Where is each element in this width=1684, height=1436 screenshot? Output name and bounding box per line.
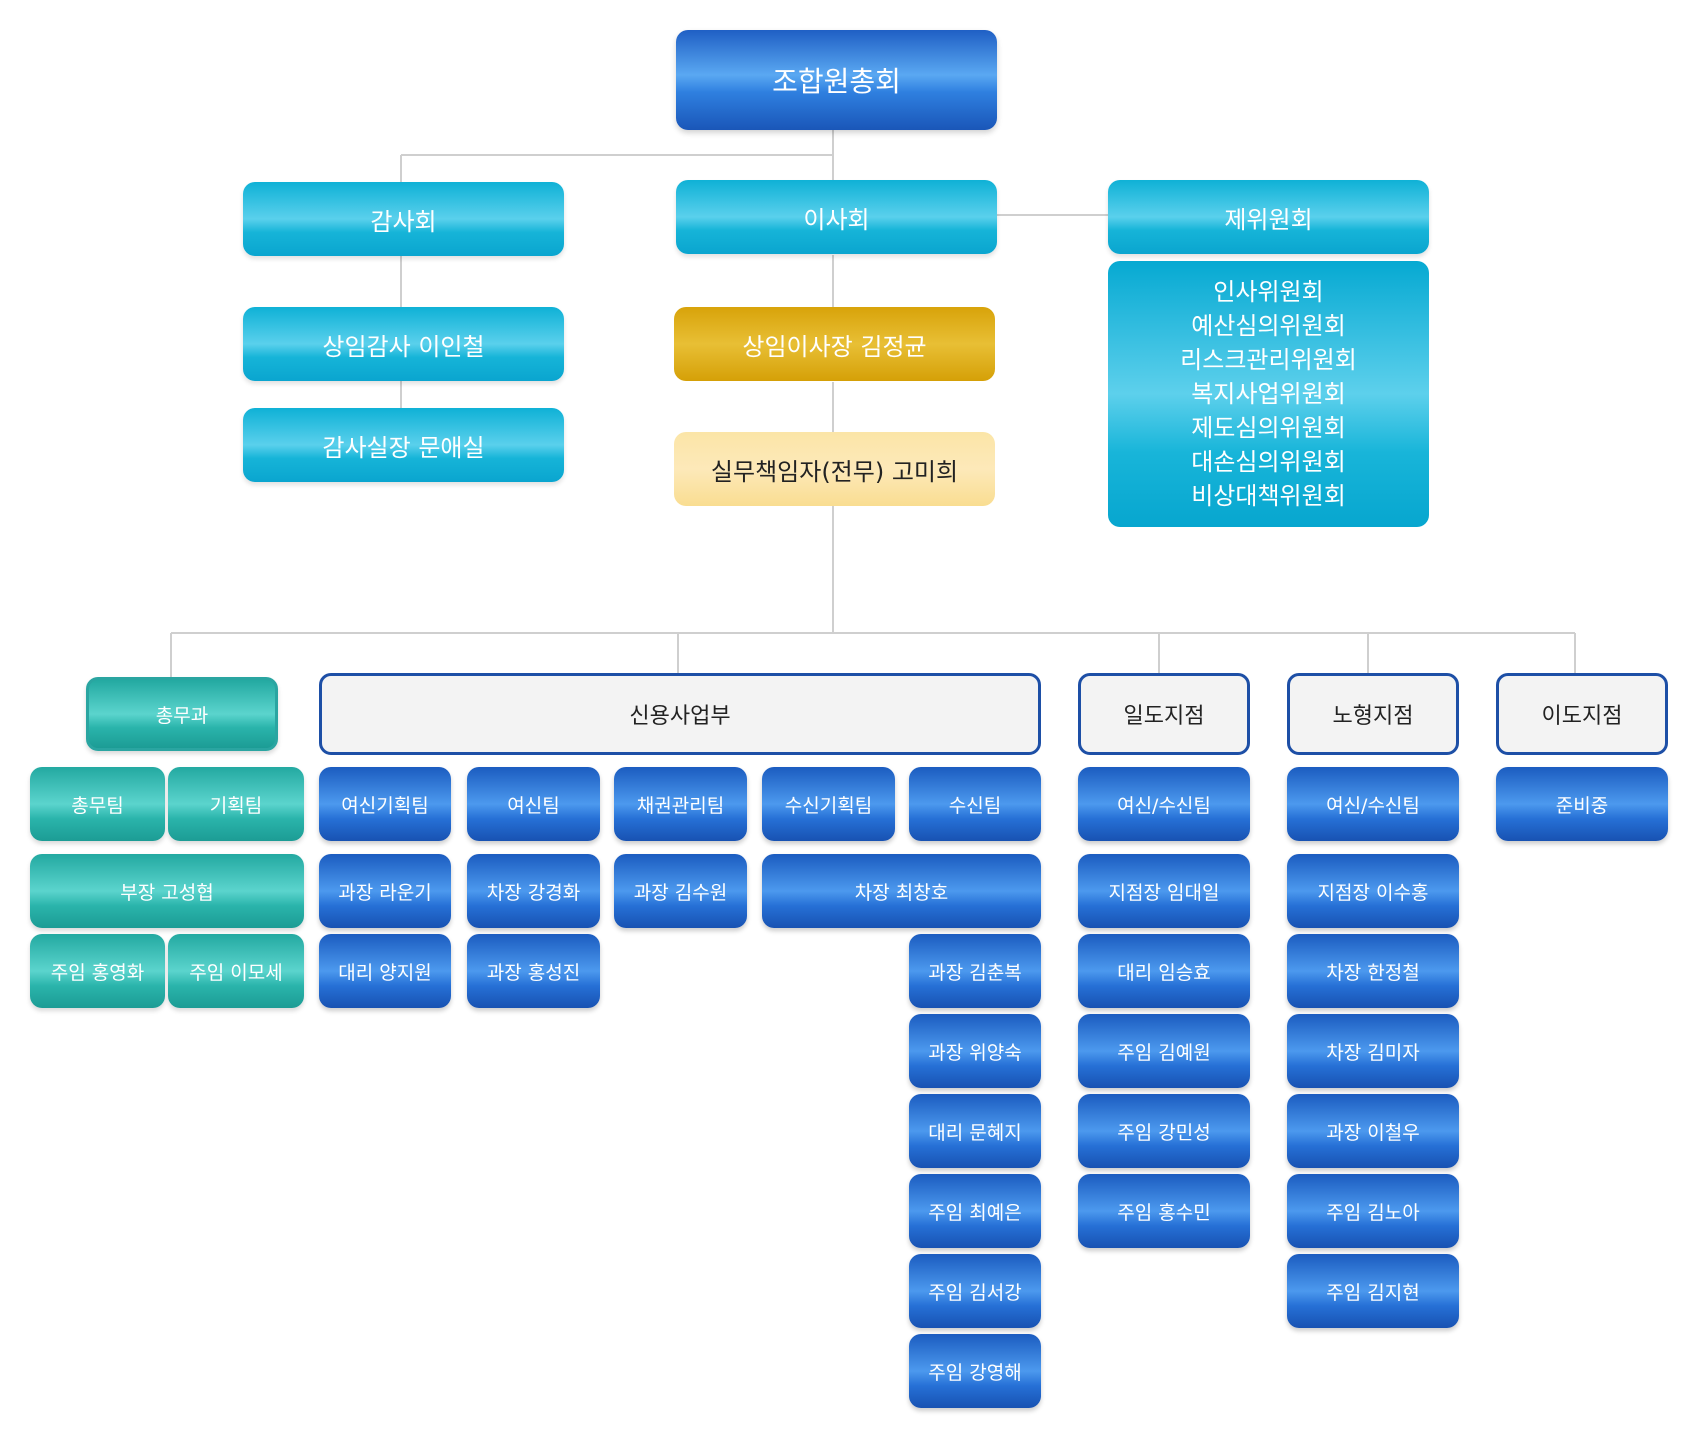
loan-staff: 차장 강경화 <box>467 854 600 928</box>
committee-item: 인사위원회 <box>1213 278 1324 306</box>
committee-list-box: 인사위원회 예산심의위원회 리스크관리위원회 복지사업위원회 제도심의위원회 대… <box>1108 261 1429 527</box>
ido-branch-header: 이도지점 <box>1496 673 1668 755</box>
nohyeong-team: 여신/수신팀 <box>1287 767 1459 841</box>
general-assembly-box: 조합원총회 <box>676 30 997 130</box>
committee-item: 대손심의위원회 <box>1191 448 1346 476</box>
board-box: 이사회 <box>676 180 997 254</box>
executive-box: 실무책임자(전무) 고미희 <box>674 432 995 506</box>
standing-auditor-box: 상임감사 이인철 <box>243 307 564 381</box>
deposit-staff: 대리 문혜지 <box>909 1094 1041 1168</box>
audit-committee-box: 감사회 <box>243 182 564 256</box>
ildo-staff: 지점장 임대일 <box>1078 854 1250 928</box>
bond-management-team: 채권관리팀 <box>614 767 747 841</box>
committee-item: 제도심의위원회 <box>1191 414 1346 442</box>
audit-chief-box: 감사실장 문애실 <box>243 408 564 482</box>
loan-team: 여신팀 <box>467 767 600 841</box>
bond-staff: 과장 김수원 <box>614 854 747 928</box>
ildo-staff: 대리 임승효 <box>1078 934 1250 1008</box>
general-affairs-head: 부장 고성협 <box>30 854 304 928</box>
ido-team: 준비중 <box>1496 767 1668 841</box>
general-affairs-staff: 주임 홍영화 <box>30 934 165 1008</box>
ildo-branch-header: 일도지점 <box>1078 673 1250 755</box>
nohyeong-staff: 주임 김노아 <box>1287 1174 1459 1248</box>
committee-item: 리스크관리위원회 <box>1180 346 1357 374</box>
loan-staff: 과장 홍성진 <box>467 934 600 1008</box>
general-affairs-staff: 주임 이모세 <box>168 934 304 1008</box>
nohyeong-branch-header: 노형지점 <box>1287 673 1459 755</box>
nohyeong-staff: 차장 김미자 <box>1287 1014 1459 1088</box>
deposit-staff: 주임 김서강 <box>909 1254 1041 1328</box>
deposit-planning-team: 수신기획팀 <box>762 767 895 841</box>
nohyeong-staff: 주임 김지현 <box>1287 1254 1459 1328</box>
credit-header: 신용사업부 <box>319 673 1041 755</box>
deposit-staff: 주임 최예은 <box>909 1174 1041 1248</box>
general-affairs-header: 총무과 <box>86 677 278 751</box>
nohyeong-staff: 지점장 이수홍 <box>1287 854 1459 928</box>
loan-planning-staff: 과장 라운기 <box>319 854 451 928</box>
deposit-staff: 주임 강영해 <box>909 1334 1041 1408</box>
loan-planning-staff: 대리 양지원 <box>319 934 451 1008</box>
general-affairs-team: 총무팀 <box>30 767 165 841</box>
ildo-staff: 주임 강민성 <box>1078 1094 1250 1168</box>
nohyeong-staff: 차장 한정철 <box>1287 934 1459 1008</box>
planning-team: 기획팀 <box>168 767 304 841</box>
committee-item: 비상대책위원회 <box>1191 482 1346 510</box>
ildo-team: 여신/수신팀 <box>1078 767 1250 841</box>
committee-item: 복지사업위원회 <box>1191 380 1346 408</box>
chairman-box: 상임이사장 김정균 <box>674 307 995 381</box>
deposit-staff: 과장 김춘복 <box>909 934 1041 1008</box>
nohyeong-staff: 과장 이철우 <box>1287 1094 1459 1168</box>
loan-planning-team: 여신기획팀 <box>319 767 451 841</box>
deposit-staff: 과장 위양숙 <box>909 1014 1041 1088</box>
deposit-team: 수신팀 <box>909 767 1041 841</box>
ildo-staff: 주임 홍수민 <box>1078 1174 1250 1248</box>
committee-item: 예산심의위원회 <box>1191 312 1346 340</box>
deposit-head: 차장 최창호 <box>762 854 1041 928</box>
ildo-staff: 주임 김예원 <box>1078 1014 1250 1088</box>
committees-box: 제위원회 <box>1108 180 1429 254</box>
